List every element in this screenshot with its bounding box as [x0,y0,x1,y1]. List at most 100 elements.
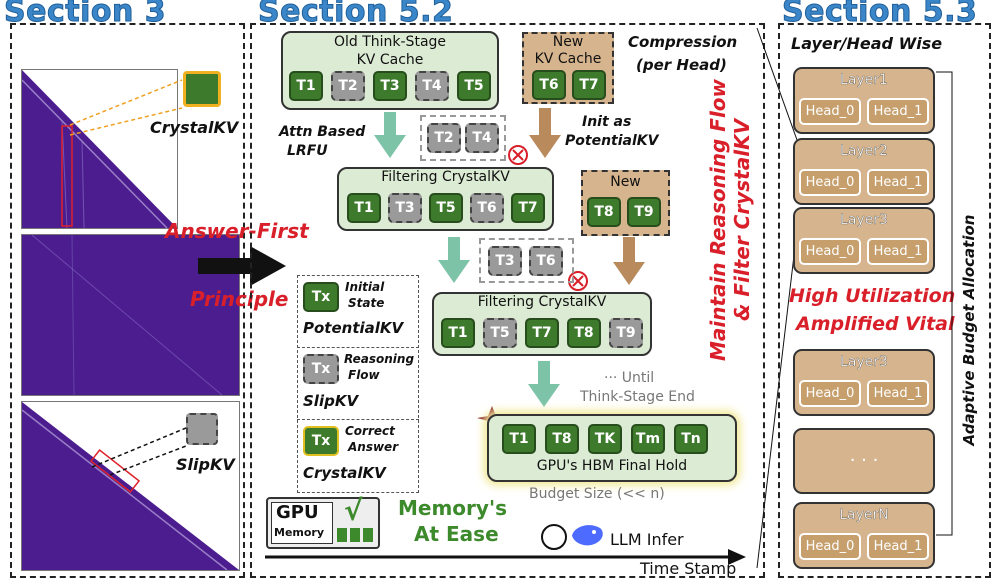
filter2-token-t1: T1 [441,318,475,348]
legend-slip-desc-1: Reasoning [344,352,415,366]
compression-label-1: Compression [628,33,738,51]
evicted-group-1 [420,115,506,161]
old-token-t4: T4 [415,71,449,101]
filter1-token-t6: T6 [470,193,504,223]
section-5-3-panel [778,23,991,578]
layer-3-label: Layer3 [840,212,888,228]
until-label-2: Think-Stage End [580,389,695,405]
new-kv-title-2: New [610,174,641,190]
slipkv-swatch [186,413,218,445]
gpu-memory-label: Memory [274,526,325,539]
old-token-t5: T5 [457,71,491,101]
init-potential-label-1: Init as [582,114,632,130]
section-3-panel [10,23,245,578]
openai-logo-icon [541,524,567,550]
principle-label: Principle [190,287,289,311]
filter1-token-t5: T5 [429,193,463,223]
legend-crystal-desc-1: Correct [345,424,395,438]
filter1-token-t3: T3 [388,193,422,223]
layer-2-head-0: Head_0 [799,169,861,196]
filtering-title-2: Filtering CrystalKV [477,294,607,310]
layer-1-head-1: Head_1 [867,98,929,125]
section-5-2-panel [250,23,765,578]
final-token-tn: Tn [674,424,708,454]
legend-potential-swatch: Tx [303,282,339,312]
layer-n-head-1: Head_1 [867,533,929,560]
attn-lrfu-label-2: LRFU [287,143,328,159]
layer-1-label: Layer1 [840,72,888,88]
filter2-token-t7: T7 [525,318,559,348]
final-token-tk: TK [588,424,622,454]
big-right-arrow [198,246,286,286]
filter2-token-t9: T9 [609,318,643,348]
layer-head-wise-label: Layer/Head Wise [791,34,943,53]
memory-ease-label-2: At Ease [414,522,499,546]
layer-2-head-1: Head_1 [867,169,929,196]
filter1-token-t7: T7 [511,193,545,223]
legend-potential-name: PotentialKV [303,319,404,337]
legend-crystal-desc-2: Answer [348,440,399,454]
legend-potential-desc-2: State [348,296,385,310]
layer-2-box: Layer2 Head_0 Head_1 [793,138,935,205]
final-token-tm: Tm [631,424,665,454]
legend-slip-name: SlipKV [303,392,359,410]
new-token-t9: T9 [627,197,661,227]
legend-crystal-name: CrystalKV [303,464,386,482]
memory-chip-icon [337,528,347,542]
layer-3b-head-0: Head_0 [799,380,861,407]
time-stamp-label: Time Stamp [640,559,737,578]
check-icon: √ [344,494,363,527]
new-token-t6: T6 [532,70,566,100]
memory-ease-label-1: Memory's [398,496,507,520]
ellipsis-layer-box: · · · [793,428,935,494]
filter2-token-t8: T8 [567,318,601,348]
attention-heatmap-1 [21,69,178,229]
evicted-token-t3: T3 [488,246,522,276]
evicted-token-t2: T2 [427,123,461,153]
old-token-t2: T2 [331,71,365,101]
filter2-token-t5: T5 [483,318,517,348]
budget-size-label: Budget Size (<< n) [529,486,665,502]
evicted-token-t6: T6 [529,246,563,276]
final-token-t1: T1 [502,424,536,454]
evicted-group-2 [479,238,574,283]
adaptive-budget-label: Adaptive Budget Allocation [960,214,978,446]
old-token-t1: T1 [289,71,323,101]
layer-3-head-0: Head_0 [799,238,861,265]
slipkv-label: SlipKV [176,455,235,474]
filtering-title-1: Filtering CrystalKV [381,169,510,185]
legend-divider-2 [297,419,419,420]
layer-n-label: LayerN [839,507,889,523]
legend-slip-swatch: Tx [303,354,339,384]
layer-3b-label: Layer3 [840,354,888,370]
layer-3-head-1: Head_1 [867,238,929,265]
answer-first-label: Answer-First [165,219,309,243]
new-token-t7: T7 [572,70,606,100]
layer-3b-head-1: Head_1 [867,380,929,407]
old-token-t3: T3 [373,71,407,101]
layer-n-box: LayerN Head_0 Head_1 [793,502,935,569]
layer-3-box: Layer3 Head_0 Head_1 [793,207,935,274]
legend-divider-1 [297,347,419,348]
until-label-1: ··· Until [604,370,655,386]
evicted-token-t4: T4 [465,123,499,153]
gpu-label: GPU [276,502,319,523]
crystalkv-swatch [183,71,221,107]
old-kv-cache-title-1: Old Think-Stage [333,34,447,50]
deepseek-whale-icon [572,525,603,546]
legend-box [297,275,419,493]
old-kv-cache-title-2: KV Cache [356,52,424,68]
init-potential-label-2: PotentialKV [565,133,659,149]
llm-infer-label: LLM Infer [610,530,684,549]
legend-crystal-swatch: Tx [303,426,339,456]
new-kv-cache-title-2: KV Cache [534,51,602,67]
legend-potential-desc-1: Initial [345,280,385,294]
crystalkv-label: CrystalKV [150,118,239,137]
new-token-t8: T8 [587,197,621,227]
attn-lrfu-label-1: Attn Based [279,124,366,140]
high-utilization-label: High Utilization [789,285,956,307]
new-kv-cache-title-1: New [552,34,584,50]
